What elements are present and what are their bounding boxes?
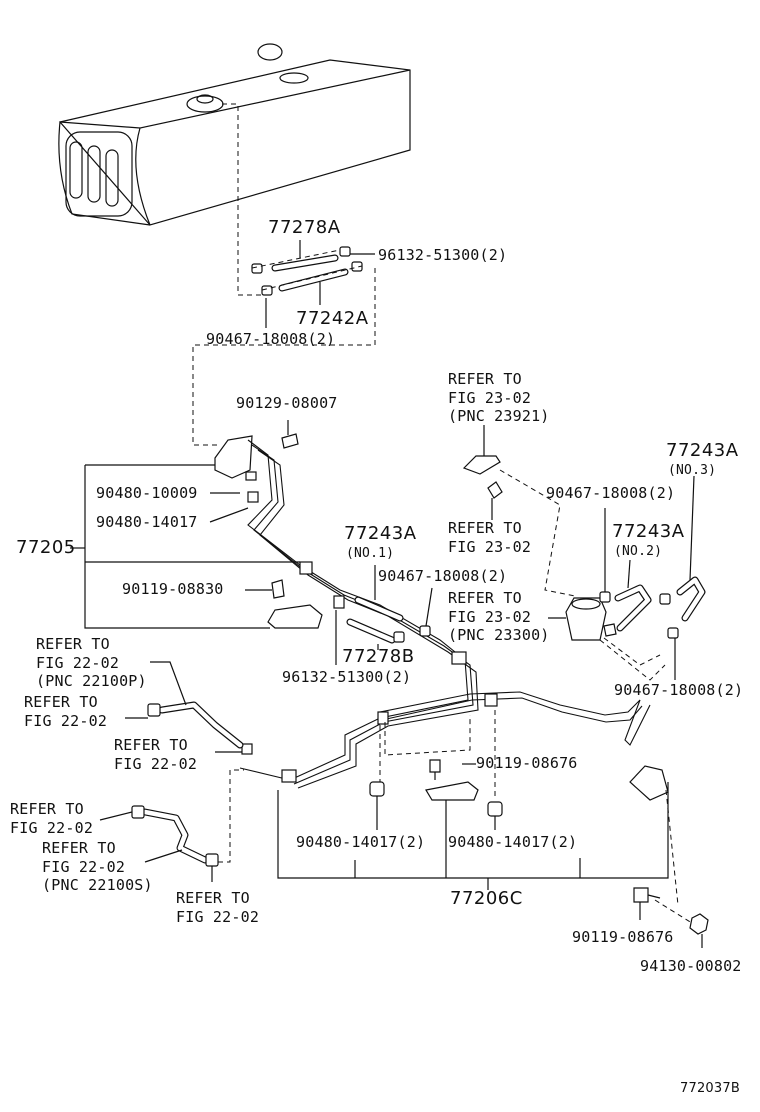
hose-left-upper <box>158 701 244 749</box>
filter <box>565 597 617 641</box>
label-no2: (NO.2) <box>614 544 663 559</box>
label-refer-2202-a-line1: REFER TO <box>24 693 98 711</box>
label-refer-2202-s-line1: REFER TO <box>42 839 116 857</box>
nut-94130 <box>689 913 709 935</box>
label-77205: 77205 <box>16 537 76 558</box>
label-77242A: 77242A <box>296 308 369 329</box>
label-90119-08676-mid: 90119-08676 <box>476 754 578 772</box>
label-90480-14017-b: 90480-14017(2) <box>448 833 578 851</box>
hose-left-lower <box>141 808 209 864</box>
label-refer-2302-b-line1: REFER TO <box>448 519 522 537</box>
fuel-tank <box>58 43 411 226</box>
figure-code: 772037B <box>680 1081 740 1096</box>
label-refer-2202-p-line2: FIG 22-02 <box>36 654 120 672</box>
label-no3: (NO.3) <box>668 463 717 478</box>
label-90467-18008-top: 90467-18008(2) <box>206 330 336 348</box>
upper-clips <box>251 246 363 296</box>
hose-77243A-no1 <box>354 596 404 622</box>
label-90480-10009: 90480-10009 <box>96 484 198 502</box>
label-refer-2202-d-line1: REFER TO <box>176 889 250 907</box>
label-77206C: 77206C <box>450 888 523 909</box>
label-refer-2202-p-line1: REFER TO <box>36 635 110 653</box>
label-refer-2302-a-line3: (PNC 23921) <box>448 407 550 425</box>
label-refer-2302-a-line2: FIG 23-02 <box>448 389 532 407</box>
label-refer-2202-b-line1: REFER TO <box>114 736 188 754</box>
label-refer-2302-c-line3: (PNC 23300) <box>448 626 550 644</box>
label-77278A: 77278A <box>268 217 341 238</box>
pipe-clamps <box>241 561 498 783</box>
label-refer-2302-c-line1: REFER TO <box>448 589 522 607</box>
label-90467-18008-mid: 90467-18008(2) <box>378 567 508 585</box>
label-refer-2202-s-line3: (PNC 22100S) <box>42 876 153 894</box>
hose-77243A-no3 <box>676 576 706 622</box>
label-96132-51300-mid: 96132-51300(2) <box>282 668 412 686</box>
label-90119-08830: 90119-08830 <box>122 580 224 598</box>
label-90119-08676-bottom: 90119-08676 <box>572 928 674 946</box>
label-refer-2302-b-line2: FIG 23-02 <box>448 538 532 556</box>
label-96132-51300-top: 96132-51300(2) <box>378 246 508 264</box>
hose-77242A <box>278 268 349 292</box>
hose-77243A-no2 <box>614 584 652 632</box>
label-77243A-no3: 77243A <box>666 440 739 461</box>
label-77243A-no1: 77243A <box>344 523 417 544</box>
bracket-mid <box>425 781 479 801</box>
bracket-lower <box>267 579 323 629</box>
bracket-upper-right <box>462 455 503 499</box>
label-77243A-no2: 77243A <box>612 521 685 542</box>
label-refer-2202-s-line2: FIG 22-02 <box>42 858 126 876</box>
label-no1: (NO.1) <box>346 546 395 561</box>
label-90480-14017: 90480-14017 <box>96 513 198 531</box>
label-90467-18008-right: 90467-18008(2) <box>614 681 744 699</box>
label-refer-2202-a-line2: FIG 22-02 <box>24 712 108 730</box>
upper-bracket <box>214 433 299 503</box>
label-94130-00802: 94130-00802 <box>640 957 742 975</box>
bracket-right <box>629 765 669 801</box>
fuel-pipes <box>239 439 651 789</box>
label-90129-08007: 90129-08007 <box>236 394 338 412</box>
bolt-90119-08676-right <box>633 887 661 903</box>
label-90480-14017-a: 90480-14017(2) <box>296 833 426 851</box>
label-77278B: 77278B <box>342 646 415 667</box>
label-90467-18008-mid-right: 90467-18008(2) <box>546 484 676 502</box>
label-refer-2202-c-line1: REFER TO <box>10 800 84 818</box>
bolt-90119-08676-mid <box>429 759 441 780</box>
label-refer-2202-d-line2: FIG 22-02 <box>176 908 260 926</box>
label-refer-2302-c-line2: FIG 23-02 <box>448 608 532 626</box>
label-refer-2302-a-line1: REFER TO <box>448 370 522 388</box>
hose-77278B <box>346 618 396 644</box>
label-refer-2202-b-line2: FIG 22-02 <box>114 755 198 773</box>
label-refer-2202-p-line3: (PNC 22100P) <box>36 672 147 690</box>
hose-77278A <box>271 254 339 272</box>
label-refer-2202-c-line2: FIG 22-02 <box>10 819 94 837</box>
